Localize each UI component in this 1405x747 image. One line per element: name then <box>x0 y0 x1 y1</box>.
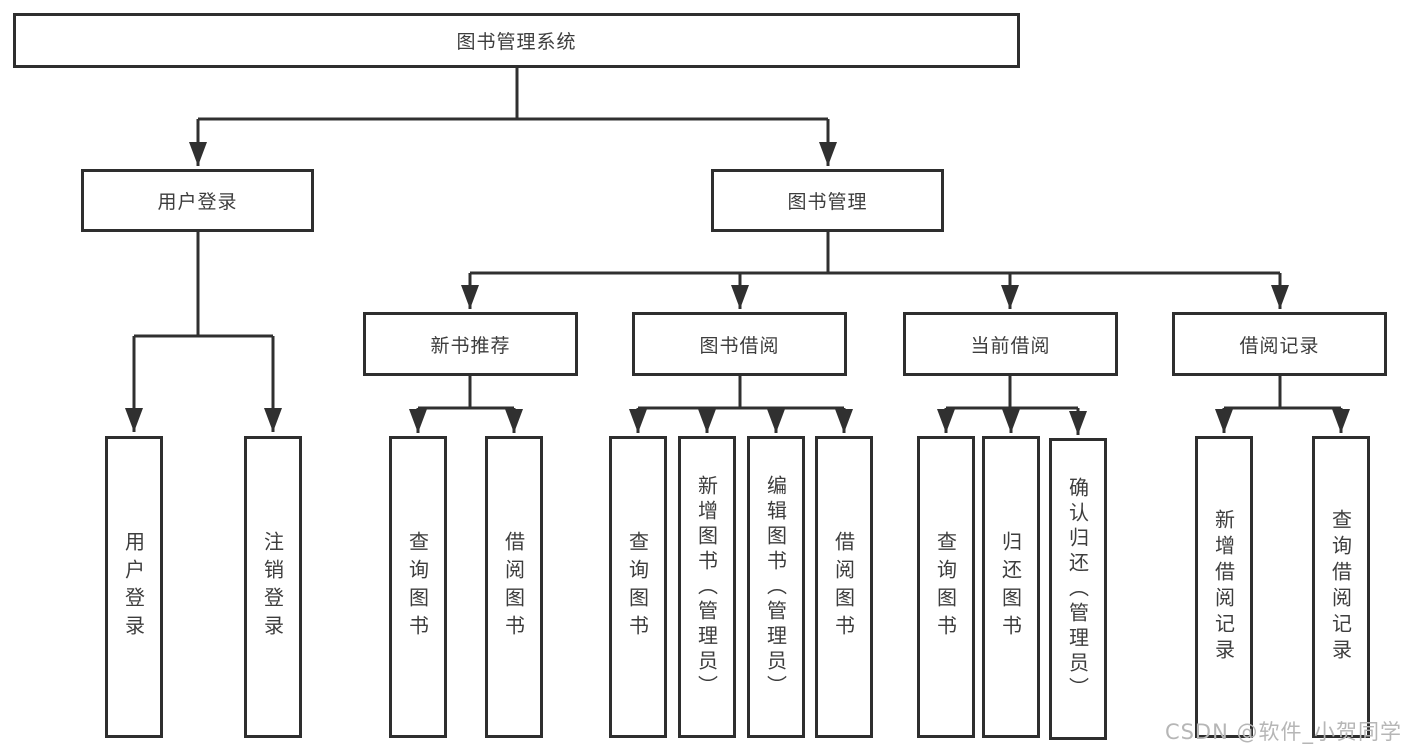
node-book-management-module: 图书管理 <box>711 169 944 232</box>
node-new-book-recommend: 新书推荐 <box>363 312 578 376</box>
node-current-borrowing: 当前借阅 <box>903 312 1118 376</box>
node-query-books-borrowing: 查询图书 <box>609 436 667 738</box>
node-edit-books-admin: 编辑图书（管理员） <box>747 436 805 738</box>
node-book-borrowing: 图书借阅 <box>632 312 847 376</box>
node-add-books-admin: 新增图书（管理员） <box>678 436 736 738</box>
node-add-borrow-record: 新增借阅记录 <box>1195 436 1253 738</box>
node-borrow-books-recommend: 借阅图书 <box>485 436 543 738</box>
node-borrow-books-borrowing: 借阅图书 <box>815 436 873 738</box>
node-user-login-module: 用户登录 <box>81 169 314 232</box>
node-confirm-return-admin: 确认归还（管理员） <box>1049 438 1107 740</box>
node-query-books-current: 查询图书 <box>917 436 975 738</box>
node-query-books-recommend: 查询图书 <box>389 436 447 738</box>
node-borrowing-records: 借阅记录 <box>1172 312 1387 376</box>
node-library-system: 图书管理系统 <box>13 13 1020 68</box>
csdn-watermark: CSDN @软件_小贺同学 <box>1164 720 1402 744</box>
node-logout-action: 注销登录 <box>244 436 302 738</box>
node-user-login-action: 用户登录 <box>105 436 163 738</box>
node-query-borrow-record: 查询借阅记录 <box>1312 436 1370 738</box>
node-return-books: 归还图书 <box>982 436 1040 738</box>
